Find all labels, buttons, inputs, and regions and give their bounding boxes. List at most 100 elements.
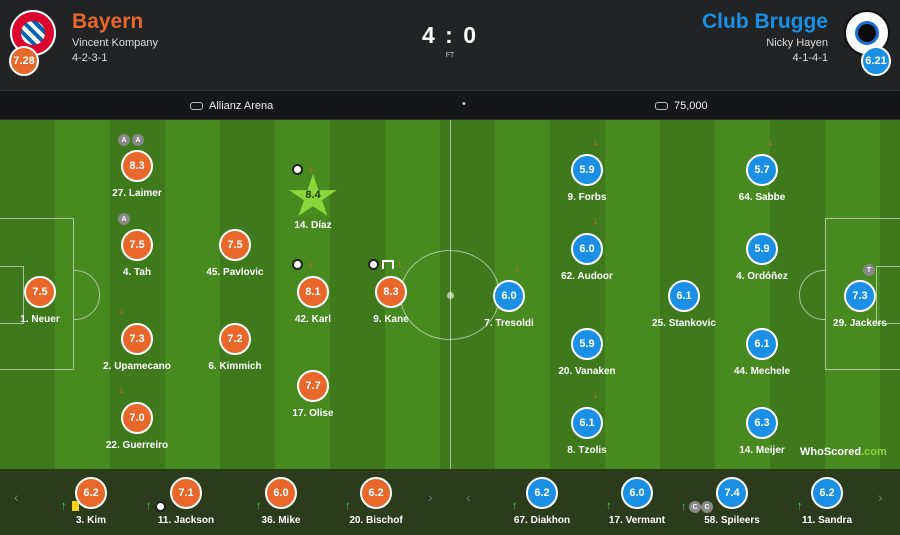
player-name: 9. Forbs — [567, 192, 607, 203]
sub-spileers[interactable]: ↑ C C 7.4 58. Spileers — [681, 477, 777, 535]
player-name: 1. Neuer — [20, 314, 60, 325]
sub-jackson[interactable]: ↑ 7.1 11. Jackson — [141, 477, 231, 535]
player-name: 3. Kim — [75, 515, 106, 526]
arrow-down-icon: ↓ — [593, 136, 599, 148]
player-rating: 6.1 — [571, 407, 603, 439]
home-formation: 4-2-3-1 — [72, 52, 108, 64]
player-vanaken[interactable]: 5.9 20. Vanaken — [542, 328, 632, 388]
home-team-rating: 7.28 — [9, 46, 39, 76]
player-name: 58. Spileers — [704, 515, 760, 526]
player-name: 17. Vermant — [608, 515, 666, 526]
player-forbs[interactable]: ↓ 5.9 9. Forbs — [542, 137, 632, 214]
away-team-name[interactable]: Club Brugge — [702, 10, 828, 33]
ball-icon — [292, 164, 303, 175]
player-stankovic[interactable]: 6.1 25. Stankovic — [639, 280, 729, 340]
player-rating: 7.3 — [121, 323, 153, 355]
player-audoor[interactable]: ↓ 6.0 62. Audoor — [542, 216, 632, 293]
player-tresoldi[interactable]: ↓ 6.0 7. Tresoldi — [464, 263, 554, 340]
sub-sandra[interactable]: ↑ 6.2 11. Sandra — [782, 477, 872, 535]
player-tzolis[interactable]: ↓ 6.1 8. Tzolis — [542, 390, 632, 467]
player-rating: 6.0 — [621, 477, 653, 509]
player-name: 11. Sandra — [801, 515, 853, 526]
player-name: 25. Stankovic — [652, 318, 716, 329]
watermark-who: WhoScored — [800, 446, 862, 458]
player-name: 42. Karl — [294, 314, 332, 325]
sub-diakhon[interactable]: ↑ 6.2 67. Diakhon — [497, 477, 587, 535]
player-karl[interactable]: ↓ 8.1 42. Karl — [268, 259, 358, 336]
chevron-right-icon[interactable]: › — [878, 489, 883, 505]
away-manager: Nicky Hayen — [766, 37, 828, 49]
player-meijer[interactable]: 6.3 14. Meijer — [717, 407, 807, 467]
info-separator: • — [462, 98, 466, 110]
arrow-up-icon: ↑ — [797, 500, 803, 512]
arrow-up-icon: ↑ — [256, 500, 262, 512]
away-team-rating: 6.21 — [861, 46, 891, 76]
player-rating: 7.5 — [219, 229, 251, 261]
player-neuer[interactable]: 7.5 1. Neuer — [0, 276, 85, 336]
player-name: 64. Sabbe — [738, 192, 786, 203]
player-rating: 8.1 — [297, 276, 329, 308]
player-rating: 7.3 — [844, 280, 876, 312]
sub-kim[interactable]: ↑ 6.2 3. Kim — [46, 477, 136, 535]
sub-vermant[interactable]: ↑ 6.0 17. Vermant — [592, 477, 682, 535]
player-rating: 6.2 — [526, 477, 558, 509]
player-rating: 6.0 — [571, 233, 603, 265]
player-name: 14. Meijer — [739, 445, 785, 456]
chevron-left-icon[interactable]: ‹ — [14, 489, 19, 505]
sub-mike[interactable]: ↑ 6.0 36. Mike — [236, 477, 326, 535]
away-formation: 4-1-4-1 — [792, 52, 828, 64]
player-olise[interactable]: 7.7 17. Olise — [268, 370, 358, 430]
arrow-up-icon: ↑ — [681, 501, 687, 513]
player-name: 11. Jackson — [157, 515, 215, 526]
player-name: 2. Upamecano — [103, 361, 171, 372]
arrow-down-icon: ↓ — [308, 258, 314, 270]
player-guerreiro[interactable]: ↓ 7.0 22. Guerreiro — [92, 385, 182, 462]
player-rating: 6.2 — [75, 477, 107, 509]
player-name: 67. Diakhon — [513, 515, 571, 526]
arrow-up-icon: ↑ — [61, 500, 67, 512]
player-rating: 8.4 — [305, 189, 321, 201]
player-mechele[interactable]: 6.1 44. Mechele — [717, 328, 807, 388]
chevron-right-icon[interactable]: › — [428, 489, 433, 505]
arrow-down-icon: ↓ — [119, 305, 125, 317]
player-name: 4. Tah — [122, 267, 152, 278]
player-kane[interactable]: ↓ 8.3 9. Kane — [346, 259, 436, 336]
player-name: 9. Kane — [373, 314, 409, 325]
player-rating: 8.3 — [121, 150, 153, 182]
match-info-bar: Allianz Arena • 75,000 — [0, 90, 900, 120]
arrow-down-icon: ↓ — [397, 258, 403, 270]
sub-bischof[interactable]: ↑ 6.2 20. Bischof — [331, 477, 421, 535]
assist-badge: A — [118, 213, 130, 225]
player-rating: 7.0 — [121, 402, 153, 434]
match-header: 7.28 Bayern Vincent Kompany 4-2-3-1 4 : … — [0, 0, 900, 90]
home-team-name[interactable]: Bayern — [72, 10, 144, 33]
player-name: 8. Tzolis — [567, 445, 607, 456]
player-rating: 6.2 — [360, 477, 392, 509]
captain-badge: C — [701, 501, 713, 513]
player-ordonez[interactable]: 5.9 4. Ordóñez — [717, 233, 807, 293]
arrow-up-icon: ↑ — [606, 500, 612, 512]
player-jackers[interactable]: T 7.3 29. Jackers — [815, 264, 900, 340]
player-upamecano[interactable]: ↓ 7.3 2. Upamecano — [92, 306, 182, 383]
chevron-left-icon[interactable]: ‹ — [466, 489, 471, 505]
venue-name: Allianz Arena — [209, 100, 274, 112]
venue: Allianz Arena — [190, 100, 273, 112]
player-pavlovic[interactable]: 7.5 45. Pavlovic — [190, 229, 280, 289]
player-name: 36. Mike — [261, 515, 301, 526]
player-sabbe[interactable]: ↓ 5.7 64. Sabbe — [717, 137, 807, 214]
ball-icon — [155, 501, 166, 512]
arrow-up-icon: ↑ — [345, 500, 351, 512]
whoscored-watermark: WhoScored.com — [800, 446, 887, 458]
player-tah[interactable]: A 7.5 4. Tah — [92, 213, 182, 289]
player-laimer[interactable]: A A 8.3 27. Laimer — [92, 134, 182, 210]
attendance: 75,000 — [655, 100, 708, 112]
yellow-card-icon — [72, 501, 79, 511]
pitch: 7.5 1. Neuer A A 8.3 27. Laimer A 7.5 4.… — [0, 120, 900, 469]
left-goal-box — [0, 266, 24, 324]
player-rating: 6.3 — [746, 407, 778, 439]
arrow-down-icon: ↓ — [308, 163, 314, 175]
player-kimmich[interactable]: 7.2 6. Kimmich — [190, 323, 280, 383]
player-diaz[interactable]: ↓ 8.4 14. Díaz — [268, 164, 358, 242]
player-name: 27. Laimer — [112, 188, 162, 199]
player-rating: 6.0 — [493, 280, 525, 312]
